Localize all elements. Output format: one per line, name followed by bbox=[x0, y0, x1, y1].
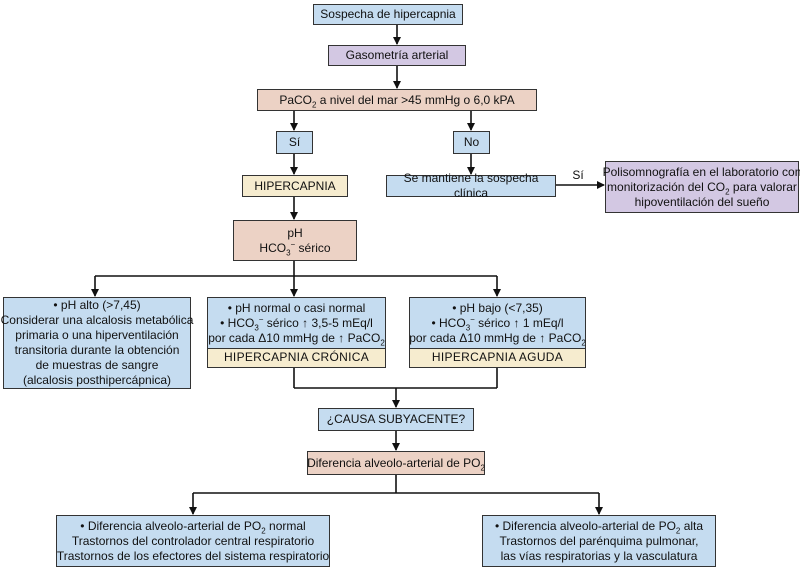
poli-line-3: hipoventilación del sueño bbox=[634, 194, 770, 209]
mid-line-3: por cada Δ10 mmHg de ↑ PaCO2 bbox=[208, 330, 385, 347]
no-text: No bbox=[463, 135, 480, 149]
br-line-3: las vías respiratorias y la vasculatura bbox=[500, 548, 698, 563]
diferencia-node: Diferencia alveolo-arterial de PO2 bbox=[307, 451, 485, 475]
ph-bajo-box: • pH bajo (<7,35) • HCO3− sérico ↑ 1 mEq… bbox=[409, 297, 586, 349]
hco3-text: HCO3− sérico bbox=[259, 239, 331, 257]
causa-text: ¿CAUSA SUBYACENTE? bbox=[326, 412, 466, 426]
bl-line-2: Trastornos del controlador central respi… bbox=[71, 533, 315, 548]
ph-hco3-node: pH HCO3− sérico bbox=[233, 220, 357, 261]
left-line-5: de muestras de sangre bbox=[35, 358, 159, 372]
diferencia-text: Diferencia alveolo-arterial de PO2 bbox=[307, 455, 485, 472]
ph-text: pH bbox=[287, 225, 303, 240]
br-line-2: Trastornos del parénquima pulmonar, bbox=[499, 533, 699, 548]
right-line-3: por cada Δ10 mmHg de ↑ PaCO2 bbox=[409, 330, 586, 347]
right-line-2: • HCO3− sérico ↑ 1 mEq/l bbox=[431, 314, 564, 332]
left-line-3: primaria o una hiperventilación bbox=[15, 328, 179, 342]
bl-line-3: Trastornos de los efectores del sistema … bbox=[56, 548, 330, 563]
left-line-6: (alcalosis posthipercápnica) bbox=[22, 373, 172, 387]
ph-alto-box: • pH alto (>7,45) Considerar una alcalos… bbox=[0, 297, 194, 389]
si-arrow-text: Sí bbox=[572, 167, 584, 182]
left-line-2: Considerar una alcalosis metabólica bbox=[0, 313, 194, 327]
br-line-1: • Diferencia alveolo-arterial de PO2 alt… bbox=[494, 518, 704, 535]
hipercapnia-cronica-label: HIPERCAPNIA CRÓNICA bbox=[207, 348, 386, 368]
hipercapnia-node: HIPERCAPNIA bbox=[242, 175, 348, 197]
mantiene-node: Se mantiene la sospecha clínica bbox=[386, 171, 556, 200]
hipercapnia-aguda-label: HIPERCAPNIA AGUDA bbox=[409, 348, 586, 368]
poli-line-1: Polisomnografía en el laboratorio con bbox=[602, 164, 800, 179]
sospecha-node: Sospecha de hipercapnia bbox=[313, 4, 463, 25]
paco2-node: PaCO2 a nivel del mar >45 mmHg o 6,0 kPA bbox=[257, 89, 537, 111]
mantiene-text: Se mantiene la sospecha clínica bbox=[403, 171, 539, 200]
gasometria-node: Gasometría arterial bbox=[328, 45, 466, 66]
mid-line-2: • HCO3− sérico ↑ 3,5-5 mEq/l bbox=[220, 314, 373, 332]
paco2-text: PaCO2 a nivel del mar >45 mmHg o 6,0 kPA bbox=[279, 92, 515, 109]
diferencia-alta-box: • Diferencia alveolo-arterial de PO2 alt… bbox=[482, 515, 716, 567]
mid-line-1: • pH normal o casi normal bbox=[227, 300, 366, 315]
right-line-1: • pH bajo (<7,35) bbox=[452, 300, 543, 315]
diferencia-normal-box: • Diferencia alveolo-arterial de PO2 nor… bbox=[56, 515, 330, 567]
causa-node: ¿CAUSA SUBYACENTE? bbox=[318, 408, 474, 431]
ph-normal-box: • pH normal o casi normal • HCO3− sérico… bbox=[207, 297, 386, 349]
si-node: Sí bbox=[276, 131, 313, 154]
no-node: No bbox=[453, 131, 490, 154]
hipercapnia-text: HIPERCAPNIA bbox=[254, 178, 336, 193]
si-text: Sí bbox=[288, 135, 301, 149]
si-arrow-label: Sí bbox=[566, 167, 590, 183]
gasometria-text: Gasometría arterial bbox=[345, 48, 449, 62]
bl-line-1: • Diferencia alveolo-arterial de PO2 nor… bbox=[80, 518, 306, 535]
left-line-4: transitoria durante la obtención bbox=[14, 343, 180, 357]
left-line-1: • pH alto (>7,45) bbox=[53, 298, 141, 312]
polisomnografia-node: Polisomnografía en el laboratorio con mo… bbox=[602, 161, 800, 213]
poli-line-2: monitorización del CO2 para valorar bbox=[607, 179, 797, 196]
sospecha-text: Sospecha de hipercapnia bbox=[320, 7, 456, 21]
